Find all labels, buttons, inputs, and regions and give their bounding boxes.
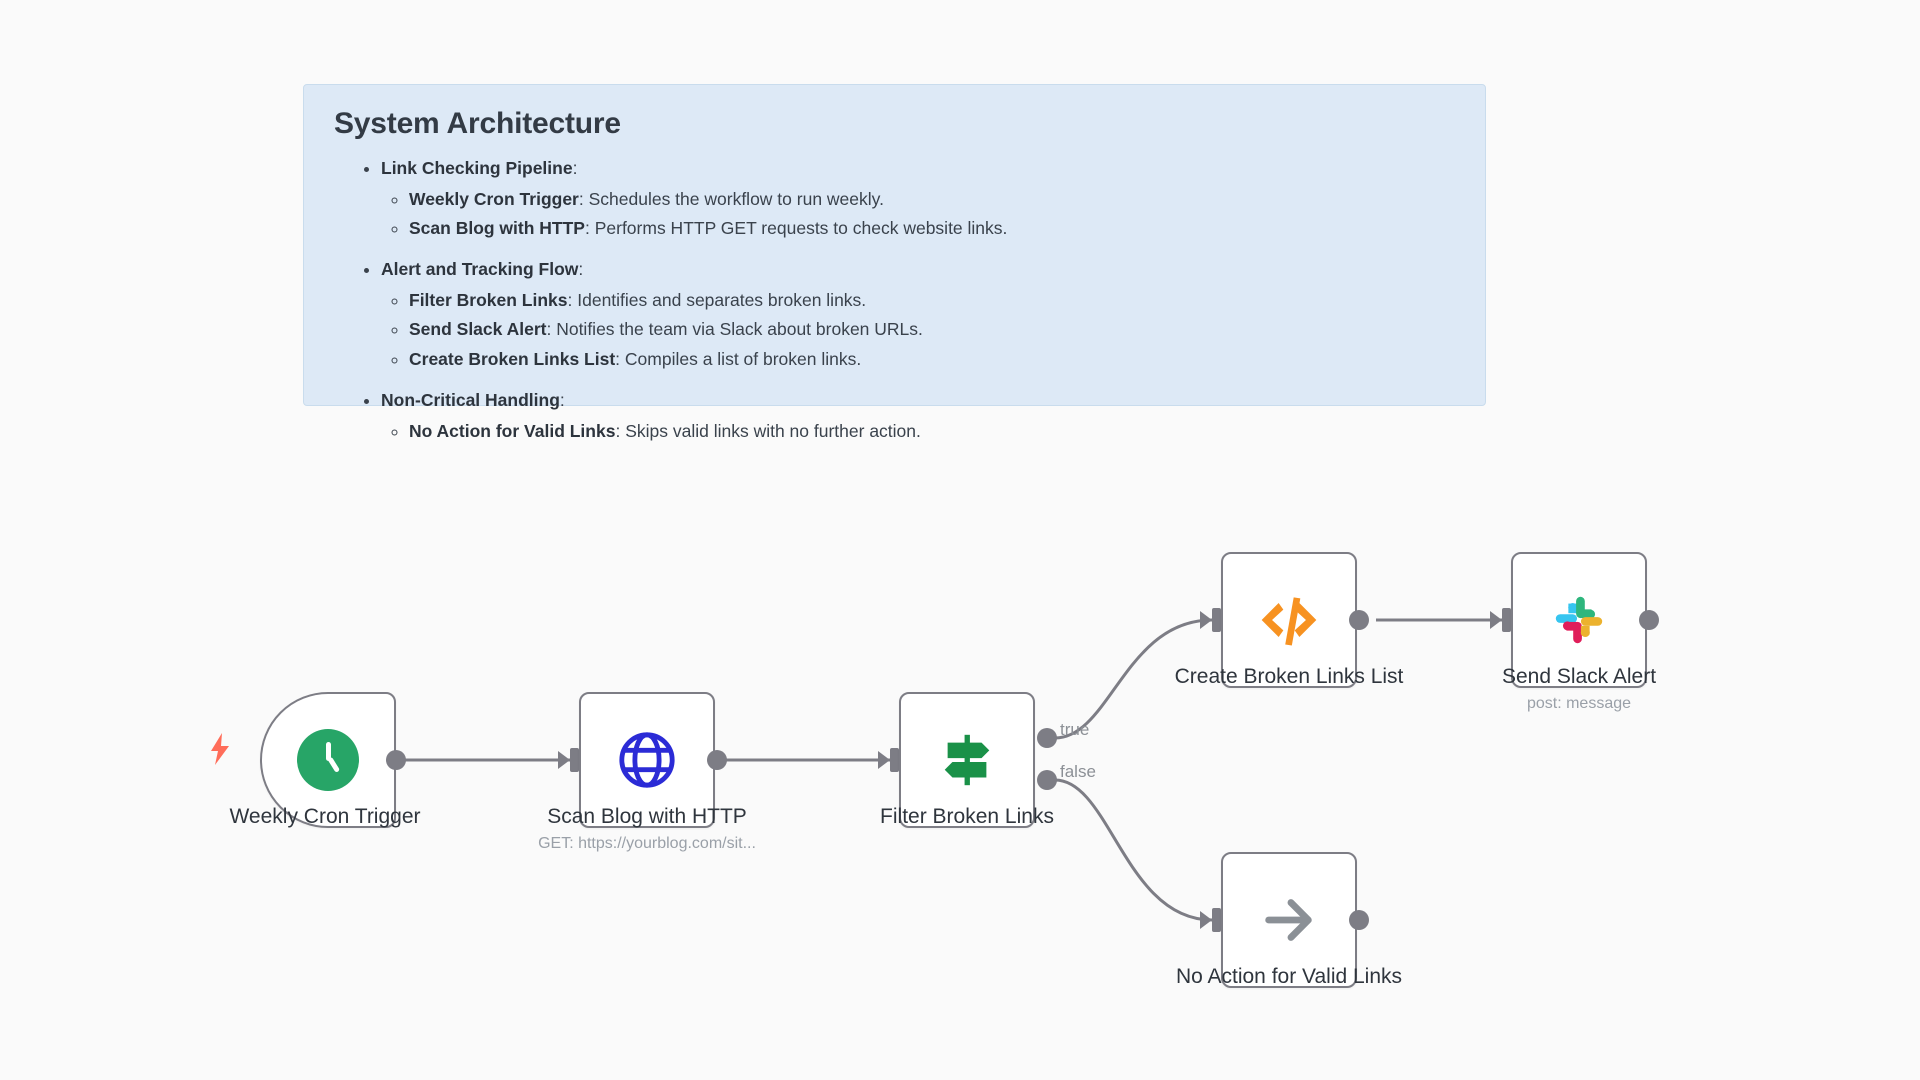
system-architecture-panel: System Architecture Link Checking Pipeli… bbox=[303, 84, 1486, 441]
group-heading: Alert and Tracking Flow bbox=[381, 259, 579, 280]
list-item: No Action for Valid Links: Skips valid l… bbox=[409, 417, 1455, 445]
port-in-filter[interactable] bbox=[878, 748, 899, 772]
code-icon bbox=[1261, 597, 1317, 646]
port-in-createlist[interactable] bbox=[1200, 608, 1221, 632]
node-label-send-slack-alert: Send Slack Alert bbox=[1501, 665, 1657, 688]
node-sublabel-send-slack-alert: post: message bbox=[1526, 695, 1632, 712]
item-desc: : Compiles a list of broken links. bbox=[615, 348, 862, 369]
slack-icon bbox=[1555, 596, 1603, 644]
group-heading: Link Checking Pipeline bbox=[381, 158, 573, 178]
clock-icon bbox=[297, 729, 359, 791]
port-out-cron[interactable] bbox=[386, 750, 406, 770]
node-label-filter-broken-links: Filter Broken Links bbox=[880, 805, 1054, 828]
item-term: Scan Blog with HTTP bbox=[409, 217, 585, 238]
list-item: Filter Broken Links: Identifies and sepa… bbox=[409, 286, 1455, 314]
item-desc: : Schedules the workflow to run weekly. bbox=[578, 188, 884, 209]
signpost-icon bbox=[944, 734, 990, 786]
arrow-right-icon bbox=[1265, 899, 1312, 941]
node-send-slack-alert[interactable] bbox=[1511, 552, 1647, 688]
node-label-weekly-cron-trigger: Weekly Cron Trigger bbox=[229, 805, 421, 828]
port-in-noop[interactable] bbox=[1200, 908, 1221, 932]
lightning-bolt-icon bbox=[211, 733, 229, 765]
port-out-noop[interactable] bbox=[1349, 910, 1369, 930]
group-heading-suffix: : bbox=[578, 259, 584, 280]
port-label-true: true bbox=[1060, 720, 1090, 739]
port-in-slack[interactable] bbox=[1490, 608, 1511, 632]
port-out-createlist[interactable] bbox=[1349, 610, 1369, 630]
group-heading: Non-Critical Handling bbox=[381, 389, 560, 410]
node-label-create-broken-links-list: Create Broken Links List bbox=[1174, 665, 1404, 688]
architecture-sublist: Filter Broken Links: Identifies and sepa… bbox=[381, 286, 1455, 373]
list-item: Weekly Cron Trigger: Schedules the workf… bbox=[409, 185, 1455, 213]
item-desc: : Skips valid links with no further acti… bbox=[615, 420, 921, 441]
item-desc: : Notifies the team via Slack about brok… bbox=[546, 319, 923, 340]
workflow-canvas[interactable]: Weekly Cron Trigger Scan Blog with HTTP … bbox=[0, 420, 1920, 1080]
architecture-group: Non-Critical Handling: No Action for Val… bbox=[381, 387, 1455, 445]
item-term: Filter Broken Links bbox=[409, 289, 568, 310]
node-label-no-action-for-valid-links: No Action for Valid Links bbox=[1175, 965, 1403, 988]
edge-filter-false-to-noop bbox=[1054, 778, 1213, 922]
architecture-sublist: Weekly Cron Trigger: Schedules the workf… bbox=[381, 185, 1455, 243]
port-out-slack[interactable] bbox=[1639, 610, 1659, 630]
architecture-sublist: No Action for Valid Links: Skips valid l… bbox=[381, 417, 1455, 445]
page-title: System Architecture bbox=[334, 107, 621, 140]
port-out-http[interactable] bbox=[707, 750, 727, 770]
group-heading-suffix: : bbox=[572, 158, 578, 178]
port-out-filter-true[interactable] bbox=[1037, 728, 1057, 748]
item-desc: : Identifies and separates broken links. bbox=[567, 289, 867, 310]
node-label-scan-blog-with-http: Scan Blog with HTTP bbox=[547, 805, 747, 828]
architecture-list: Link Checking Pipeline: Weekly Cron Trig… bbox=[334, 155, 1455, 445]
item-desc: : Performs HTTP GET requests to check we… bbox=[584, 217, 1008, 238]
list-item: Send Slack Alert: Notifies the team via … bbox=[409, 315, 1455, 343]
node-create-broken-links-list[interactable] bbox=[1221, 552, 1357, 688]
port-in-http[interactable] bbox=[558, 748, 579, 772]
architecture-group: Link Checking Pipeline: Weekly Cron Trig… bbox=[381, 155, 1455, 242]
node-sublabel-scan-blog-with-http: GET: https://yourblog.com/sit... bbox=[538, 835, 756, 852]
node-filter-broken-links[interactable] bbox=[899, 692, 1035, 828]
group-heading-suffix: : bbox=[559, 389, 565, 410]
list-item: Scan Blog with HTTP: Performs HTTP GET r… bbox=[409, 214, 1455, 242]
list-item: Create Broken Links List: Compiles a lis… bbox=[409, 345, 1455, 373]
globe-icon bbox=[619, 732, 675, 788]
item-term: No Action for Valid Links bbox=[409, 420, 616, 441]
item-term: Weekly Cron Trigger bbox=[409, 188, 579, 209]
port-out-filter-false[interactable] bbox=[1037, 770, 1057, 790]
item-term: Create Broken Links List bbox=[409, 348, 616, 369]
item-term: Send Slack Alert bbox=[409, 319, 547, 340]
architecture-group: Alert and Tracking Flow: Filter Broken L… bbox=[381, 256, 1455, 373]
port-label-false: false bbox=[1060, 762, 1096, 781]
